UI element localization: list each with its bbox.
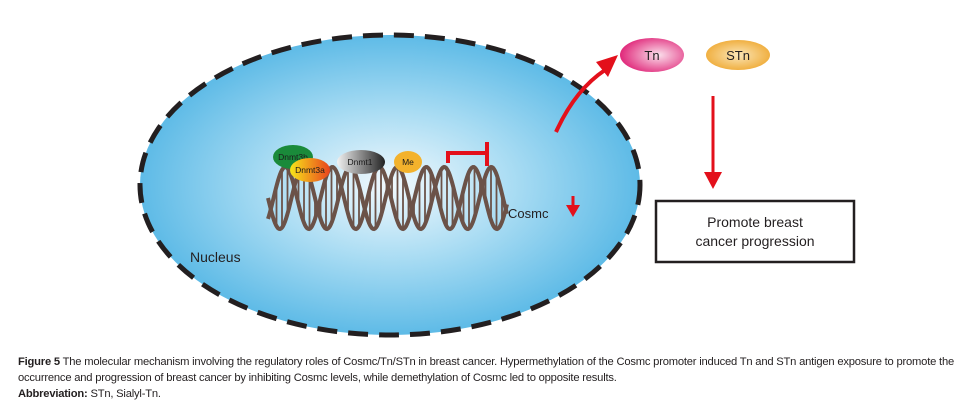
tn-label: Tn [644, 48, 659, 63]
inhibition-symbol [446, 142, 489, 166]
stn-label: STn [726, 48, 750, 63]
dnmt1-enzyme [337, 150, 385, 174]
figure-caption: Figure 5 The molecular mechanism involvi… [18, 354, 963, 402]
cosmc-label: Cosmc [508, 206, 549, 221]
abbreviation-label: Abbreviation: [18, 388, 88, 400]
dnmt3a-enzyme [290, 158, 330, 182]
dnmt1-label: Dnmt1 [347, 157, 372, 167]
dna-strand [266, 164, 509, 232]
outcome-box [654, 199, 856, 264]
promote-arrowhead [704, 172, 722, 189]
exposure-arrow [554, 68, 607, 133]
dnmt3b-label: Dnmt3b [278, 152, 308, 162]
dnmt3a-label: Dnmt3a [295, 165, 325, 175]
me-label: Me [402, 157, 414, 167]
diagram: Nucleus Dnmt3b Dnmt3a Dnmt1 Me Cosmc Tn … [137, 32, 856, 338]
exposure-arrowhead [596, 55, 618, 77]
tn-antigen [620, 38, 684, 72]
caption-text: The molecular mechanism involving the re… [18, 356, 954, 384]
me-enzyme [394, 151, 422, 173]
abbreviation-text: STn, Sialyl-Tn. [90, 388, 161, 400]
stn-antigen [706, 40, 770, 70]
figure-label: Figure 5 [18, 356, 60, 368]
nucleus-label: Nucleus [190, 249, 241, 265]
outcome-line-2: cancer progression [695, 233, 814, 249]
outcome-line-1: Promote breast [707, 214, 803, 230]
decrease-arrowhead [566, 205, 580, 217]
